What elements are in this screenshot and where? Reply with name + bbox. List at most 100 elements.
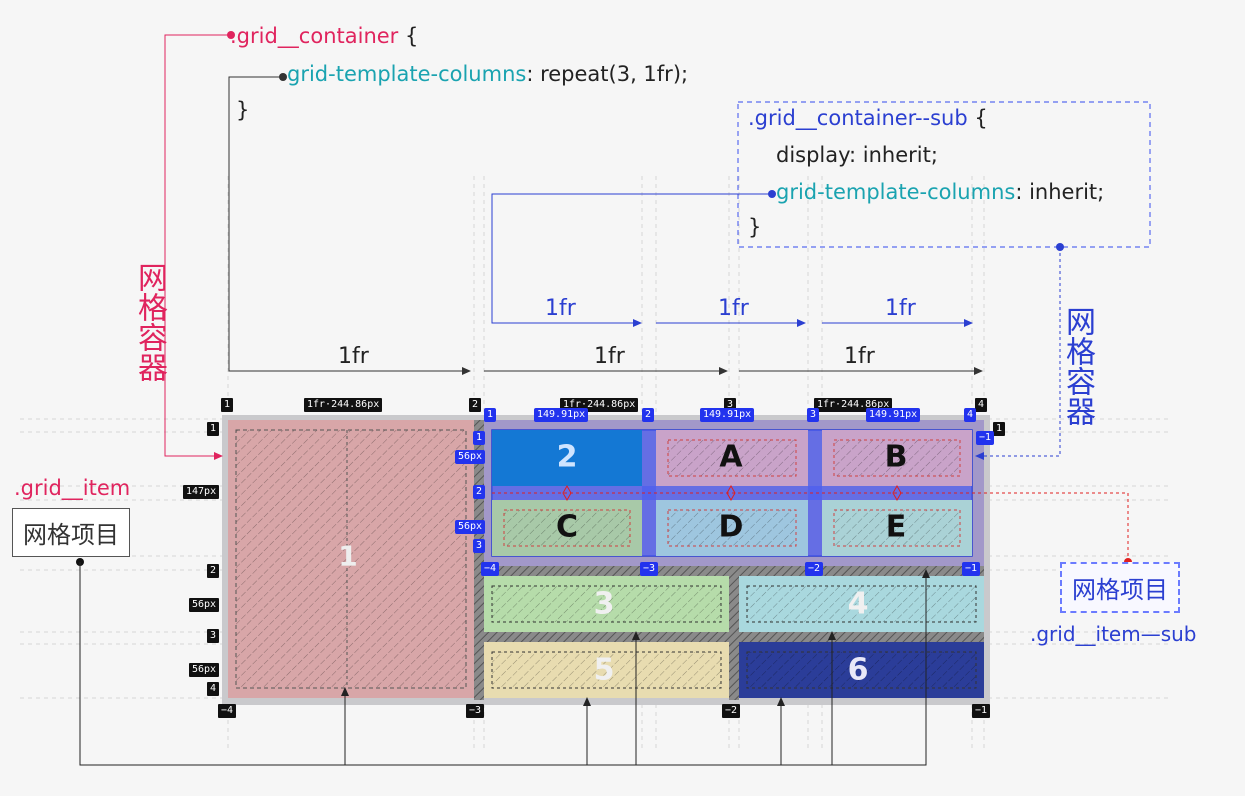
main-row-size-2-badge: 56px [189,598,220,612]
blue-right-dot [1056,243,1064,251]
sub-item-b-label: B [884,439,908,475]
sub-col-neg-4-badge: −4 [481,562,500,576]
main-row-line-4-badge: 4 [207,682,220,696]
code-sub-display: display: inherit; [776,143,938,167]
sub-col-size-badge-1: 149.91px [534,408,589,422]
sub-cell-b-content [833,439,961,477]
sub-row-line-1-badge: 1 [473,431,486,445]
main-track-label-1: 1fr [338,344,369,369]
main-col-neg-1-badge: −1 [972,704,991,718]
red-gap-marker-2 [892,484,902,502]
code-sub-line1: .grid__container--sub { [748,106,988,130]
sub-cell-c-content [503,509,631,547]
gap-row-2 [228,632,984,642]
code-sub-selector: .grid__container--sub [748,106,968,130]
sub-cell-2 [492,430,642,486]
code-sub-line3: grid-template-columns: inherit; [776,180,1104,204]
main-col-neg-4-badge: −4 [218,704,237,718]
grid-container-label-left: 网格容器 [132,262,167,382]
blue-right-connector [975,247,1061,460]
code-sub-close-brace: } [748,215,762,239]
main-row-line-3-badge: 3 [207,629,220,643]
black-dot [279,73,287,81]
sub-row-size-2-badge: 56px [455,520,486,534]
main-row-size-1-badge: 147px [183,485,220,499]
code-main-value: : repeat(3, 1fr); [526,62,689,86]
sub-cell-e-content [833,509,961,547]
sub-col-neg-3-badge: −3 [640,562,659,576]
code-sub-open-brace: { [974,106,988,130]
item-1-label: 1 [338,539,358,573]
gap-col-1 [474,420,484,700]
red-gap-marker-1 [726,484,736,502]
sub-col-size-badge-2: 149.91px [700,408,755,422]
code-main-property: grid-template-columns [287,62,527,86]
item-6-label: 6 [847,652,869,688]
sub-item-c-label: C [555,509,579,545]
main-track-label-3: 1fr [844,344,875,369]
sub-row-line-2-badge: 2 [473,485,486,499]
main-col-line-1-badge: 1 [221,398,234,412]
main-track-label-2: 1fr [594,344,625,369]
sub-track-label-3: 1fr [885,296,916,321]
item-3-label: 3 [593,586,615,622]
main-col-line-4-badge: 4 [975,398,988,412]
code-sub-property: grid-template-columns [776,180,1016,204]
grid-item-class-label: .grid__item [14,476,131,500]
item-6-content [746,651,977,689]
pink-connector [164,34,229,460]
grid-item-sub-class-label: .grid__item—sub [1030,622,1197,646]
item-2-label: 2 [556,439,578,475]
red-gap-marker-0 [562,484,572,502]
sub-item-e-label: E [885,509,907,545]
sub-item-d-label: D [718,509,744,545]
gap-col-2 [729,566,739,700]
sub-cell-a-content [667,439,797,477]
code-main-line1: .grid__container { [230,24,418,48]
main-col-line-2-badge: 2 [469,398,482,412]
sub-item-a-label: A [719,439,743,475]
grid-item-box: 网格项目 [12,508,130,557]
sub-track-label-2: 1fr [718,296,749,321]
item-5-label: 5 [593,652,615,688]
main-right-end-badge: 1 [993,422,1006,436]
black-connector [228,76,471,375]
grid-container-label-right: 网格容器 [1060,306,1095,426]
sub-row-size-1-badge: 56px [455,450,486,464]
code-sub-value: : inherit; [1015,180,1105,204]
bottom-tree-main [79,562,930,766]
sub-col-neg-2-badge: −2 [805,562,824,576]
grid-item-sub-box: 网格项目 [1060,562,1180,613]
item-3-content [491,585,722,623]
sub-col-line-2-badge: 2 [642,408,655,422]
sub-right-end-badge: −1 [976,431,995,445]
sub-col-line-4-badge: 4 [964,408,977,422]
sub-cell-d-content [667,509,797,547]
sub-col-line-1-badge: 1 [484,408,497,422]
sub-col-size-badge-3: 149.91px [866,408,921,422]
main-col-neg-3-badge: −3 [466,704,485,718]
code-main-selector: .grid__container [230,24,399,48]
code-main-line2: grid-template-columns: repeat(3, 1fr); [287,62,688,86]
item-1-content [235,429,467,689]
sub-row-line-3-badge: 3 [473,539,486,553]
main-col-neg-2-badge: −2 [722,704,741,718]
code-main-open-brace: { [405,24,419,48]
blue-dot [768,190,776,198]
code-main-close-brace: } [236,98,250,122]
blue-connector [491,193,772,327]
gap-row-1 [228,566,984,576]
sub-col-line-3-badge: 3 [807,408,820,422]
item-4-content [746,585,977,623]
sub-col-neg-1-badge: −1 [962,562,981,576]
main-row-line-1-badge: 1 [207,422,220,436]
item-4-label: 4 [847,586,869,622]
sub-track-label-1: 1fr [545,296,576,321]
main-row-line-2-badge: 2 [207,564,220,578]
item-5-content [491,651,722,689]
main-col-size-badge-1: 1fr·244.86px [304,398,383,412]
main-row-size-3-badge: 56px [189,663,220,677]
pink-dot [227,31,235,39]
